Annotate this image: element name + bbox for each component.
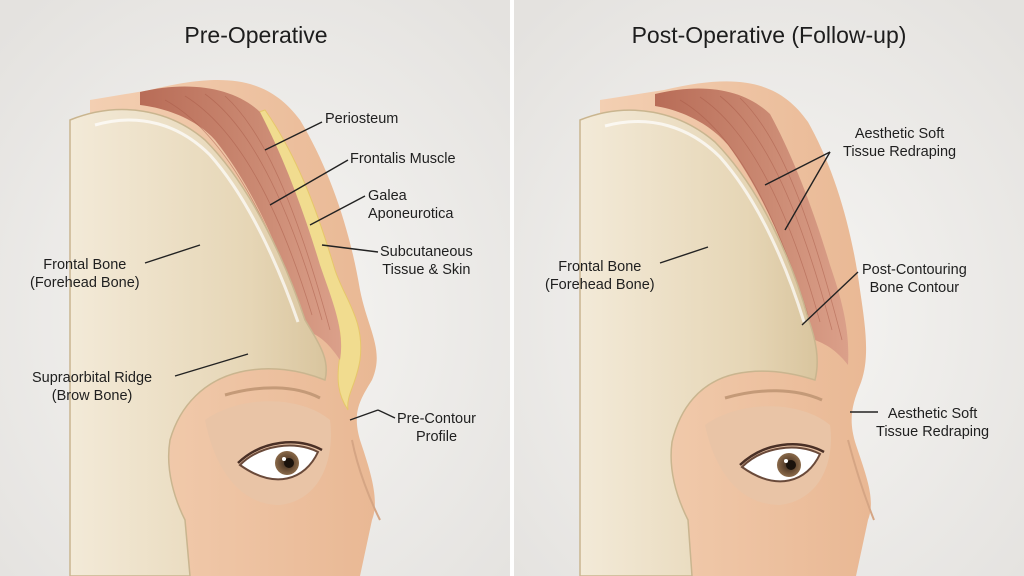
pre-operative-title: Pre-Operative xyxy=(184,22,328,48)
right-leader-lines xyxy=(659,151,878,413)
label-post-contouring-bone: Post-Contouring Bone Contour xyxy=(862,262,967,296)
pre-operative-illustration xyxy=(69,80,381,576)
label-soft-tissue-redraping-bottom: Aesthetic Soft Tissue Redraping xyxy=(876,406,990,440)
label-galea-aponeurotica: Galea Aponeurotica xyxy=(368,188,454,222)
label-frontal-bone-post: Frontal Bone (Forehead Bone) xyxy=(545,259,655,293)
label-periosteum: Periosteum xyxy=(325,111,399,127)
frontalis-muscle xyxy=(140,86,342,361)
frontalis-muscle-post xyxy=(655,88,849,366)
panel-divider xyxy=(510,0,514,576)
label-frontalis-muscle: Frontalis Muscle xyxy=(350,151,456,167)
post-operative-title: Post-Operative (Follow-up) xyxy=(631,22,907,48)
label-supraorbital-ridge: Supraorbital Ridge (Brow Bone) xyxy=(32,370,153,404)
frontal-bone xyxy=(69,108,327,576)
left-leader-lines xyxy=(144,121,396,421)
label-frontal-bone: Frontal Bone (Forehead Bone) xyxy=(30,257,140,291)
label-pre-contour-profile: Pre-Contour Profile xyxy=(397,411,476,445)
frontal-bone-post xyxy=(579,109,818,576)
post-operative-illustration xyxy=(579,81,875,576)
label-soft-tissue-redraping-top: Aesthetic Soft Tissue Redraping xyxy=(843,126,957,160)
label-subcutaneous-tissue: Subcutaneous Tissue & Skin xyxy=(380,244,473,278)
